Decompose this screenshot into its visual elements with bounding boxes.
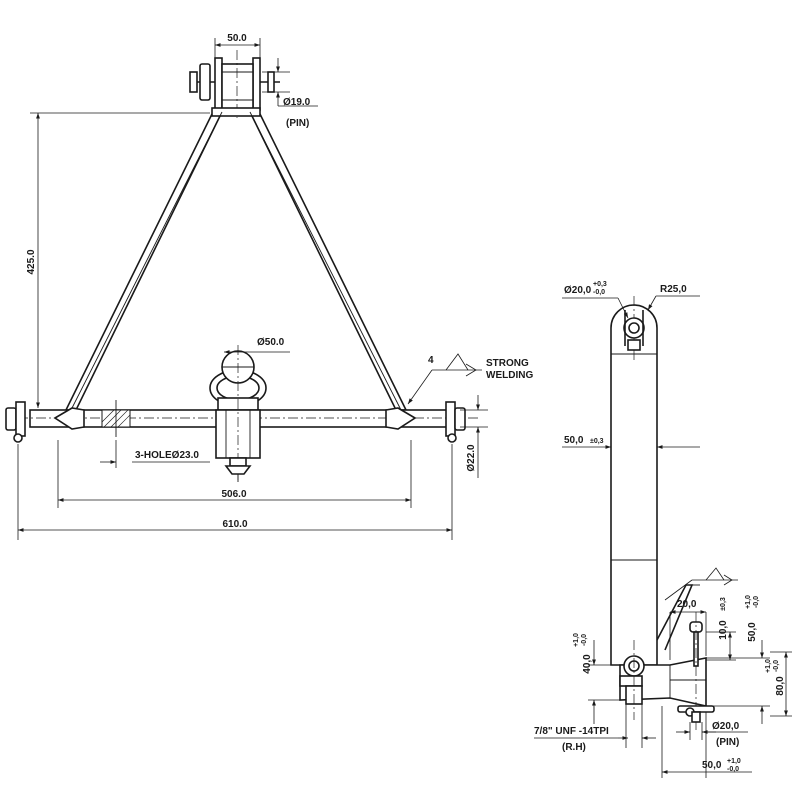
dim-top-hole-tol-lower: -0,0 [593,289,605,296]
dim-lower-height-tol-upper: +1,0 [573,633,580,647]
dim-offset-tol: ±0,3 [720,597,727,611]
dim-clevis-total-tol-lower: -0,0 [773,660,780,672]
dim-clevis-total-tol-upper: +1,0 [765,659,772,673]
dim-height: 425.0 [26,249,37,274]
weld-note-line2: WELDING [486,370,533,381]
dim-clevis-height-tol-upper: +1,0 [745,595,752,609]
weld-symbol: 4 STRONG WELDING [407,353,533,405]
dim-offset: 10,0 [718,620,729,640]
dim-clevis-height: 50,0 [747,622,758,642]
dim-clevis-slot: 20,0 [677,599,697,610]
dim-pin-diameter: Ø19.0 [283,97,311,108]
dim-bar-width: 50,0 [564,435,584,446]
dim-side-pin-note: (PIN) [716,737,739,748]
hitch-ball-assembly [209,345,267,482]
dim-clevis-total: 80,0 [775,676,786,696]
side-dimensions: Ø20,0 +0,3 -0,0 R25,0 50,0 ±0,3 20,0 [534,281,792,778]
dim-inner-span: 506.0 [221,489,246,500]
dim-top-hole-tol-upper: +0,3 [593,281,607,288]
dim-overall-width: 610.0 [222,519,247,530]
dim-clevis-height-tol-lower: -0,0 [753,596,760,608]
left-end-pin [5,401,26,443]
top-pin-assembly [189,50,280,118]
dim-lower-height: 40,0 [582,654,593,674]
dim-top-hole: Ø20,0 [564,285,592,296]
dim-lower-height-tol-lower: -0,0 [581,634,588,646]
right-end-pin [445,401,466,443]
front-dimensions: 50.0 Ø19.0 (PIN) 425.0 Ø50.0 3-HOLEØ23.0 [17,33,488,540]
dim-hitch-ball: Ø50.0 [257,337,285,348]
dim-bar-diameter: Ø22.0 [466,444,477,472]
front-view: 50.0 Ø19.0 (PIN) 425.0 Ø50.0 3-HOLEØ23.0 [5,33,533,540]
side-bar [610,296,658,666]
dim-side-pin-diameter: Ø20,0 [712,721,740,732]
dim-thread: 7/8" UNF -14TPI [534,726,609,737]
weld-size: 4 [428,355,434,366]
dim-bottom-width: 50,0 [702,760,722,771]
dim-bar-width-tol: ±0,3 [590,438,604,445]
side-view: Ø20,0 +0,3 -0,0 R25,0 50,0 ±0,3 20,0 [534,281,792,778]
dim-pin-width: 50.0 [227,33,247,44]
dim-bottom-width-tol-lower: -0,0 [727,766,739,773]
dim-holes: 3-HOLEØ23.0 [135,450,199,461]
dim-top-radius: R25,0 [660,284,687,295]
side-clevis [619,612,715,730]
weld-note-line1: STRONG [486,358,529,369]
dim-pin-note: (PIN) [286,118,309,129]
dim-thread-hand: (R.H) [562,742,586,753]
dim-bottom-width-tol-upper: +1,0 [727,758,741,765]
